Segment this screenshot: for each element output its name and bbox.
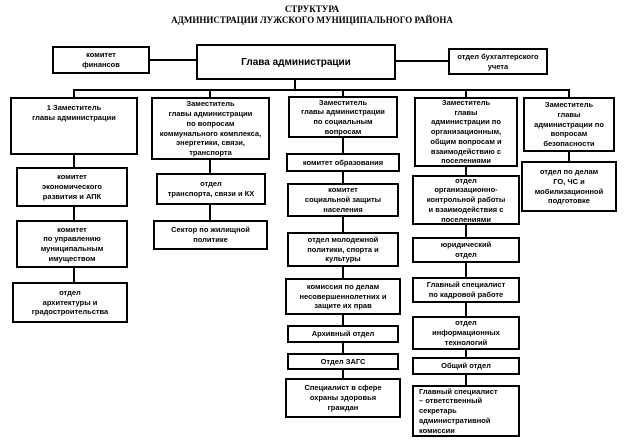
connector-col2-seg1 bbox=[209, 160, 211, 173]
box-civil-defense-dept: отдел по делам ГО, ЧС и мобилизационной … bbox=[521, 161, 617, 212]
box-deputy-utilities: Заместитель главы администрации по вопро… bbox=[151, 97, 270, 160]
connector-col4-seg4 bbox=[465, 303, 467, 316]
connector-drop-col1 bbox=[73, 89, 75, 97]
connector-col3-seg1 bbox=[342, 138, 344, 153]
box-admin-commission-secretary: Главный специалист – ответственный секре… bbox=[412, 385, 520, 437]
connector-col3-seg7 bbox=[342, 370, 344, 378]
box-deputy-security: Заместитель главы администрации по вопро… bbox=[523, 97, 615, 152]
box-youth-policy-dept: отдел молодежной политики, спорта и куль… bbox=[287, 232, 399, 267]
box-municipal-property-committee: комитет по управлению муниципальным имущ… bbox=[16, 220, 128, 268]
connector-col3-seg5 bbox=[342, 315, 344, 325]
connector-drop-col2 bbox=[209, 89, 211, 97]
connector-col4-seg6 bbox=[465, 375, 467, 385]
chart-title-line1: СТРУКТУРА bbox=[284, 4, 340, 14]
box-health-specialist: Специалист в сфере охраны здоровья гражд… bbox=[285, 378, 401, 418]
connector-col4-seg5 bbox=[465, 350, 467, 357]
box-housing-policy-sector: Сектор по жилищной политике bbox=[153, 220, 268, 250]
connector-col4-seg1 bbox=[465, 167, 467, 175]
connector-col4-seg3 bbox=[465, 263, 467, 277]
chart-title: СТРУКТУРА АДМИНИСТРАЦИИ ЛУЖСКОГО МУНИЦИП… bbox=[0, 4, 624, 27]
connector-col1-seg2 bbox=[73, 207, 75, 220]
connector-drop-col4 bbox=[465, 89, 467, 97]
box-transport-dept: отдел транспорта, связи и КХ bbox=[156, 173, 266, 205]
box-architecture-dept: отдел архитектуры и градостроительства bbox=[12, 282, 128, 323]
connector-col1-seg3 bbox=[73, 268, 75, 282]
connector-col1-seg1 bbox=[73, 155, 75, 167]
connector-col4-seg2 bbox=[465, 225, 467, 237]
connector-col5-seg1 bbox=[568, 152, 570, 161]
connector-col3-seg4 bbox=[342, 267, 344, 278]
box-org-control-dept: отдел организационно- контрольной работы… bbox=[412, 175, 520, 225]
box-it-dept: отдел информационных технологий bbox=[412, 316, 520, 350]
connector-finance-head bbox=[150, 59, 196, 61]
box-legal-dept: юридический отдел bbox=[412, 237, 520, 263]
box-education-committee: комитет образования bbox=[286, 153, 400, 172]
box-general-dept: Общий отдел bbox=[412, 357, 520, 375]
box-archive-dept: Архивный отдел bbox=[287, 325, 399, 343]
connector-col3-seg6 bbox=[342, 343, 344, 353]
box-finance-committee: комитет финансов bbox=[52, 46, 150, 74]
box-economic-development-committee: комитет экономического развития и АПК bbox=[16, 167, 128, 207]
chart-title-line2: АДМИНИСТРАЦИИ ЛУЖСКОГО МУНИЦИПАЛЬНОГО РА… bbox=[171, 15, 453, 26]
connector-distributor bbox=[73, 89, 570, 91]
connector-drop-col5 bbox=[568, 89, 570, 97]
connector-col3-seg3 bbox=[342, 217, 344, 232]
box-minors-commission: комиссия по делам несовершеннолетних и з… bbox=[285, 278, 401, 315]
connector-col2-seg2 bbox=[209, 205, 211, 220]
box-head-of-administration: Глава администрации bbox=[196, 44, 396, 80]
connector-head-drop bbox=[294, 80, 296, 90]
box-accounting-dept: отдел бухгалтерского учета bbox=[448, 48, 548, 75]
box-zags-dept: Отдел ЗАГС bbox=[287, 353, 399, 370]
box-social-protection-committee: комитет социальной защиты населения bbox=[287, 183, 399, 217]
connector-drop-col3 bbox=[342, 89, 344, 97]
box-deputy-social: Заместитель главы администрации по социа… bbox=[288, 96, 398, 138]
connector-head-accounting bbox=[396, 60, 448, 62]
box-hr-specialist: Главный специалист по кадровой работе bbox=[412, 277, 520, 303]
connector-col3-seg2 bbox=[342, 172, 344, 183]
box-deputy-organizational: Заместитель главы администрации по орган… bbox=[414, 97, 518, 167]
box-deputy-first: 1 Заместитель главы администрации bbox=[10, 97, 138, 155]
